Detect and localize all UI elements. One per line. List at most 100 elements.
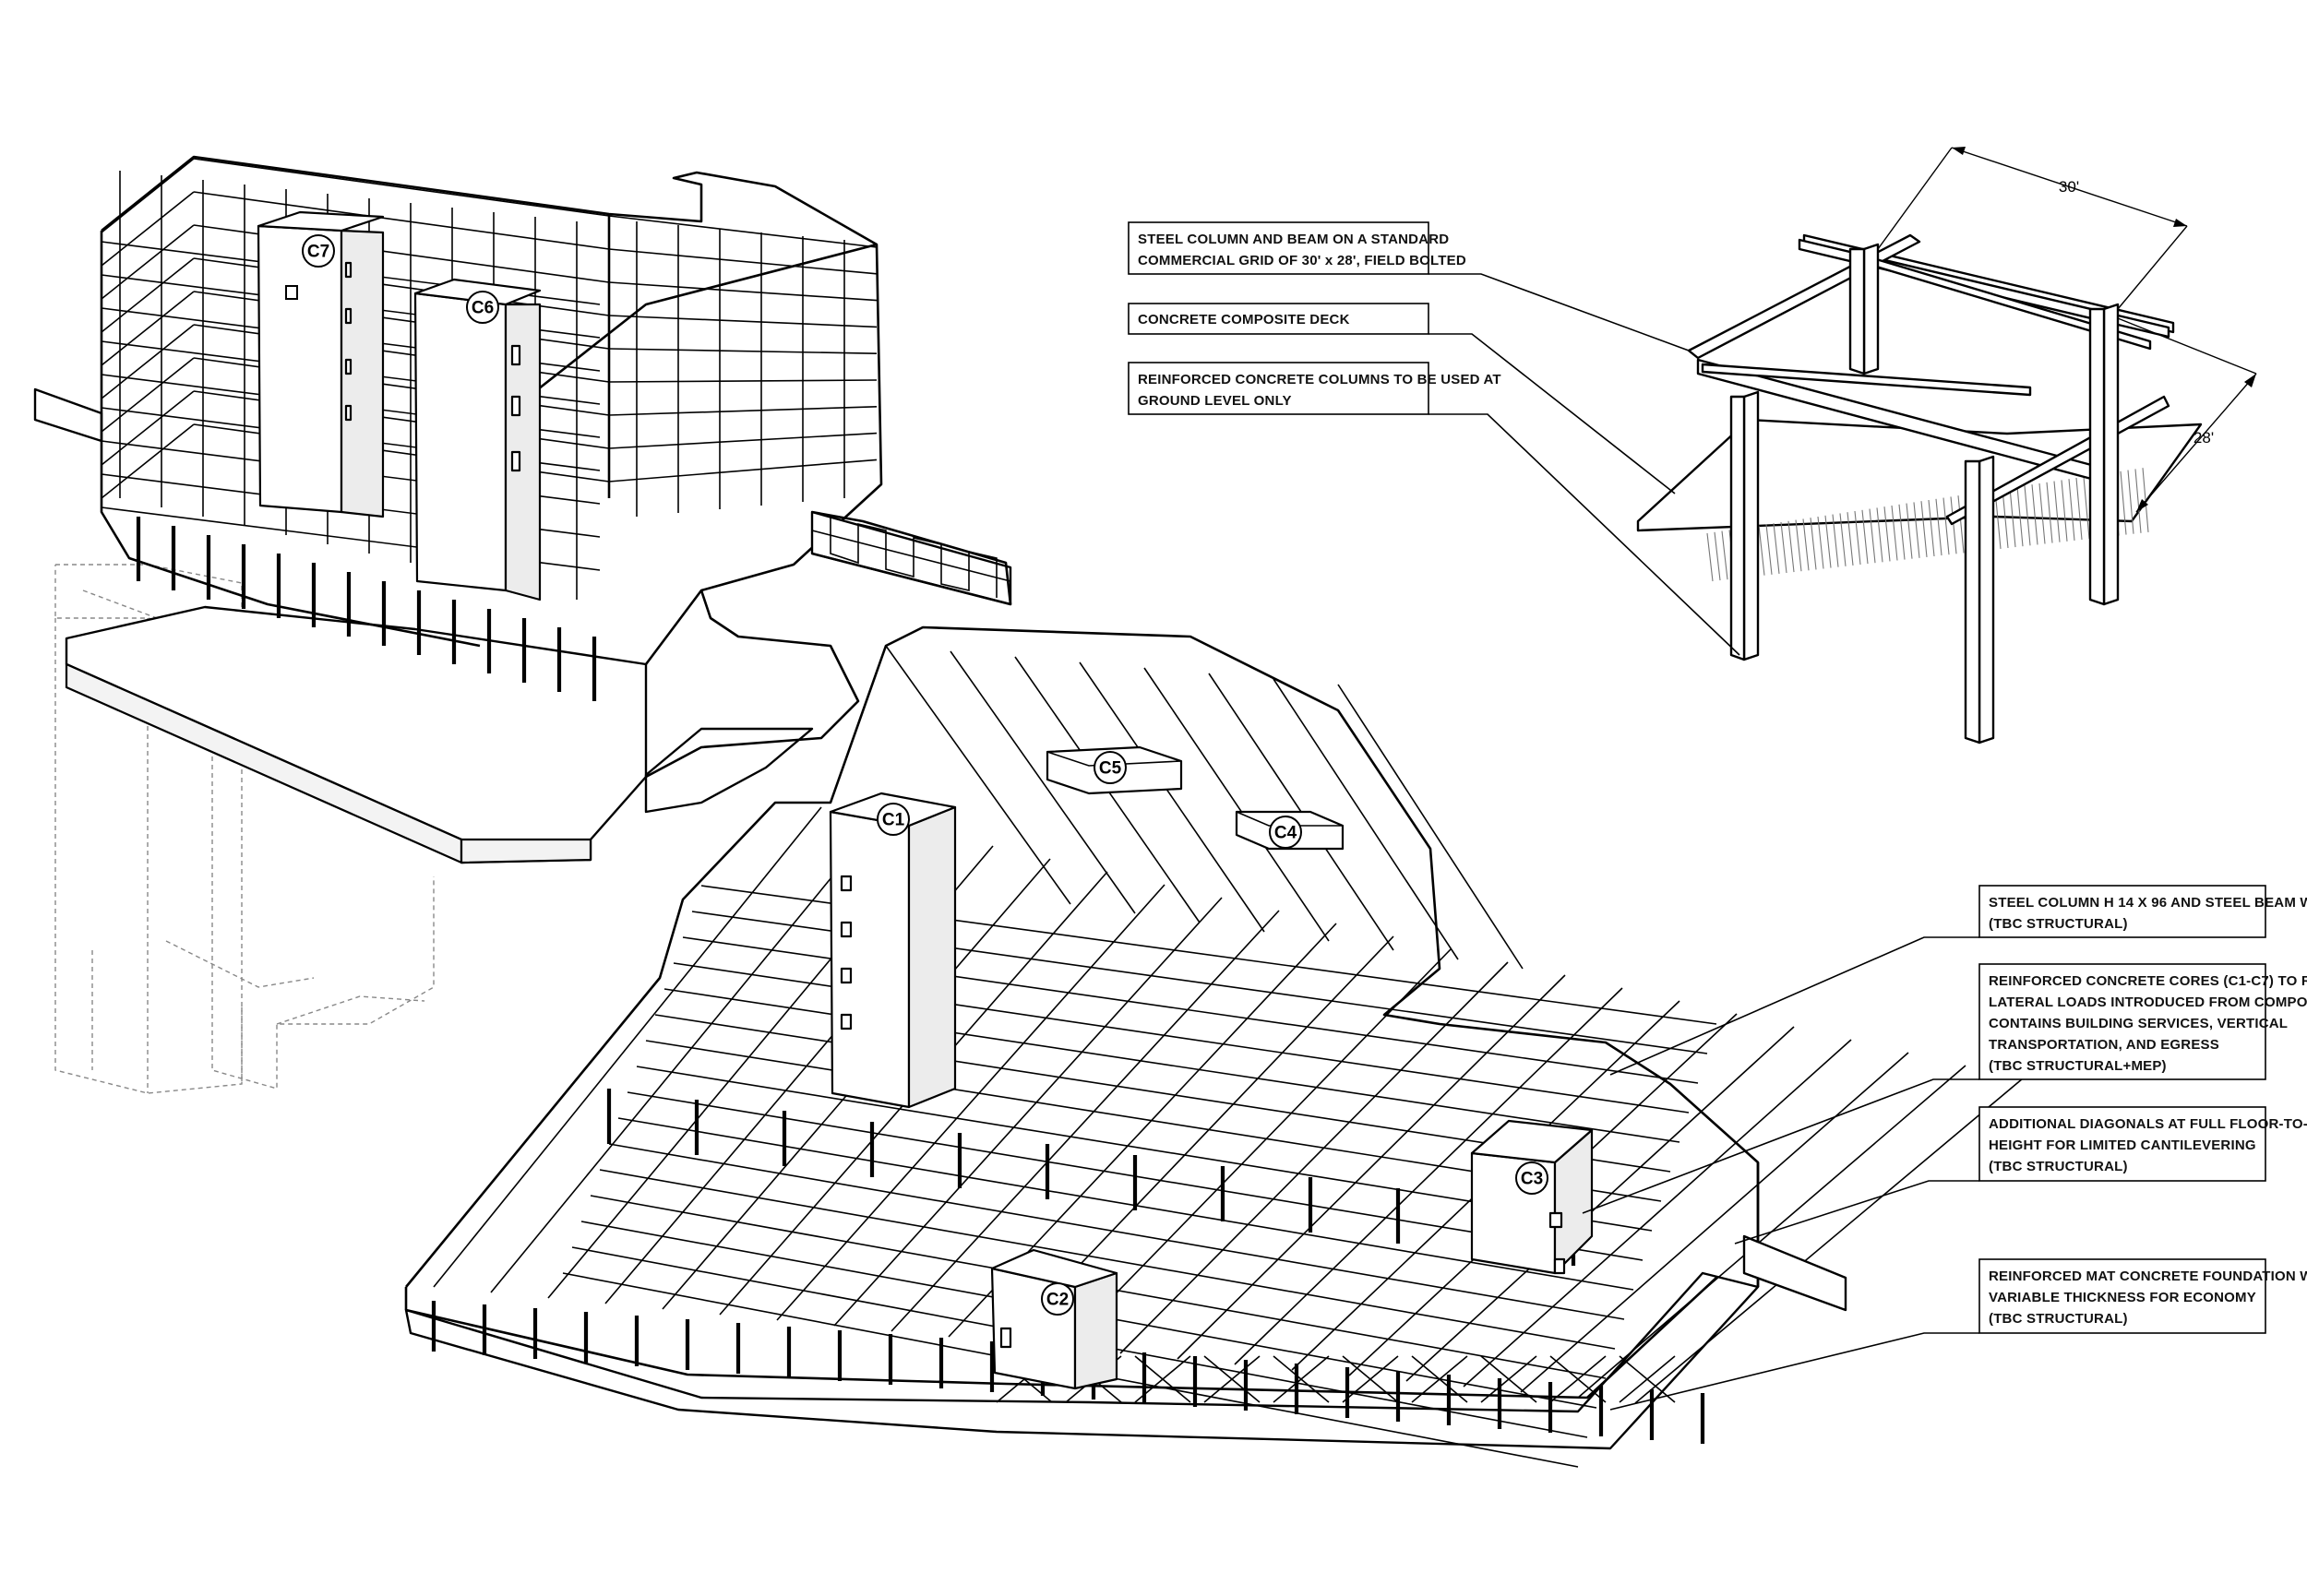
diagonal-brace (950, 650, 1136, 914)
core-label-c1: C1 (877, 803, 910, 836)
deck-rib (1950, 496, 1957, 554)
tower-floor-beam (101, 390, 195, 466)
floor-beam (608, 1143, 1625, 1320)
note-line: REINFORCED MAT CONCRETE FOUNDATION WITH (1989, 1268, 2307, 1284)
note-diagonals: ADDITIONAL DIAGONALS AT FULL FLOOR-TO-FL… (1978, 1106, 2307, 1182)
core-label-c4: C4 (1269, 816, 1302, 849)
tower-floor-beam (101, 191, 195, 267)
diagonal-brace (1143, 667, 1330, 942)
deck-rib (1861, 509, 1869, 565)
deck-rib (1773, 523, 1780, 574)
floor-beam (1405, 1026, 1795, 1382)
core-c2-volume (990, 1248, 1118, 1390)
diagonal-brace (1273, 678, 1459, 960)
tower-floor-beam (608, 406, 878, 416)
core-label-c2: C2 (1041, 1282, 1074, 1316)
note-line: (TBC STRUCTURAL) (1989, 1159, 2128, 1174)
floor-beam (776, 884, 1165, 1321)
deck-rib (1869, 508, 1876, 564)
tower-floor-beam (193, 423, 610, 482)
deck-rib (1765, 524, 1773, 575)
note-line: HEIGHT FOR LIMITED CANTILEVERING (1989, 1137, 2256, 1153)
deck-rib (1942, 497, 1950, 555)
deck-rib (1802, 518, 1810, 571)
deck-rib (1906, 503, 1913, 559)
floor-beam (891, 910, 1280, 1332)
note-line: CONCRETE COMPOSITE DECK (1138, 312, 1350, 328)
tower-floor-beam (193, 257, 610, 316)
note-line: TRANSPORTATION, AND EGRESS (1989, 1037, 2219, 1053)
note-line: REINFORCED CONCRETE COLUMNS TO BE USED A… (1138, 372, 1501, 387)
tower-floor-beam (608, 432, 878, 449)
skybridge (644, 510, 1012, 814)
deck-rib (1832, 514, 1839, 567)
core-labels: C7 C6 C5 C4 C1 C3 C2 (302, 234, 1548, 1316)
note-line: (TBC STRUCTURAL+MEP) (1989, 1058, 2167, 1074)
deck-rib (1920, 501, 1928, 557)
core-c7-volume (257, 210, 385, 518)
core-label-c6: C6 (466, 291, 499, 324)
deck-rib (2083, 476, 2090, 540)
diagonal-brace (1342, 1355, 1399, 1403)
deck-rib (2009, 487, 2016, 548)
structural-bay-detail: 30' 28' (1636, 147, 2257, 744)
note-line: GROUND LEVEL ONLY (1138, 393, 1292, 409)
deck-rib (2038, 482, 2046, 544)
diagonal-brace (1619, 1355, 1676, 1403)
tower-floor-beam (101, 224, 195, 300)
deck-rib (1787, 520, 1795, 573)
diagonal-brace (885, 645, 1071, 905)
deck-rib (2127, 470, 2134, 534)
note-line: COMMERCIAL GRID OF 30' x 28', FIELD BOLT… (1138, 253, 1466, 268)
floor-beam (1119, 961, 1509, 1354)
detail-notes: STEEL COLUMN AND BEAM ON A STANDARD COMM… (1128, 221, 1740, 656)
note-steel-members: STEEL COLUMN H 14 X 96 AND STEEL BEAM W … (1978, 885, 2307, 938)
deck-rib (1721, 530, 1728, 580)
tower-floor-beam (193, 224, 610, 283)
tower-floor-beam (101, 257, 195, 333)
tower-floor-beam (608, 459, 878, 482)
deck-rib (2002, 488, 2009, 549)
deck-rib (1913, 502, 1920, 558)
tower-floor-beam (193, 158, 610, 217)
tower-floor-beam (608, 281, 878, 302)
deck-rib (1876, 507, 1883, 563)
deck-rib (1928, 499, 1935, 557)
note-steel-grid: STEEL COLUMN AND BEAM ON A STANDARD COMM… (1128, 221, 1466, 275)
deck-rib (2134, 469, 2142, 533)
note-line: REINFORCED CONCRETE CORES (C1-C7) TO RES… (1989, 973, 2307, 989)
core-c3-volume (1470, 1119, 1594, 1275)
note-concrete-columns: REINFORCED CONCRETE COLUMNS TO BE USED A… (1128, 362, 1501, 415)
diagonal-brace (1549, 1355, 1607, 1403)
tower-floor-beam (193, 357, 610, 416)
deck-rib (1839, 513, 1847, 566)
deck-rib (1854, 510, 1861, 566)
tower-floor-beam (101, 158, 195, 233)
deck-rib (1883, 506, 1891, 562)
note-composite-deck: CONCRETE COMPOSITE DECK (1128, 303, 1429, 335)
core-c1-volume (829, 792, 957, 1109)
deck-rib (1891, 505, 1898, 561)
dimension-30ft-label: 30' (2059, 178, 2079, 196)
tower-floor-beam (193, 191, 610, 250)
note-mat-foundation: REINFORCED MAT CONCRETE FOUNDATION WITH … (1978, 1258, 2307, 1334)
deck-rib (2024, 485, 2031, 546)
tower-floor-beam (101, 423, 195, 499)
core-label-text: C1 (882, 811, 905, 830)
floor-beam (673, 962, 1690, 1114)
dimension-28ft-label: 28' (2193, 429, 2214, 447)
note-line: ADDITIONAL DIAGONALS AT FULL FLOOR-TO-FL… (1989, 1116, 2307, 1132)
tower-floor-beam (101, 324, 195, 399)
core-label-c7: C7 (302, 234, 335, 268)
deck-rib (1795, 519, 1802, 572)
tower-floor-beam (193, 390, 610, 449)
diagonal-brace (1273, 1355, 1330, 1403)
floor-beam (1634, 1078, 2024, 1404)
tower-floor-beam (608, 379, 878, 383)
deck-rib (1780, 521, 1787, 574)
note-line: STEEL COLUMN H 14 X 96 AND STEEL BEAM W … (1989, 895, 2307, 911)
core-label-text: C6 (472, 299, 494, 318)
main-complex-frame (404, 625, 2024, 1468)
diagonal-brace (1203, 1355, 1261, 1403)
